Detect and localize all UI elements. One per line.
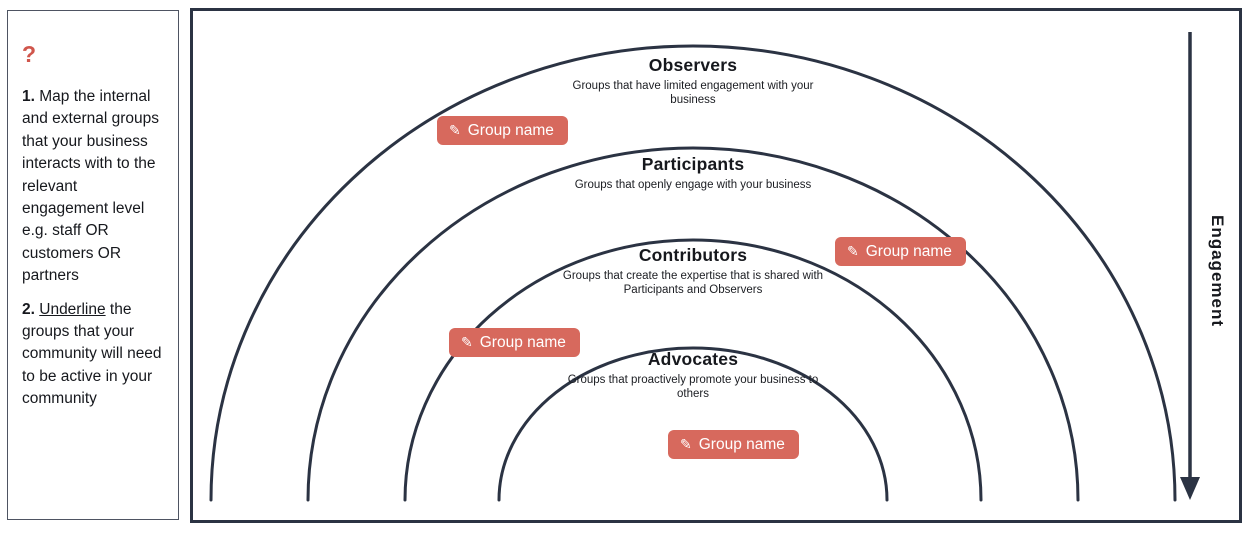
pencil-icon: ✎	[461, 333, 473, 350]
instructions-panel: ? 1. Map the internal and external group…	[7, 10, 179, 520]
pencil-icon: ✎	[449, 121, 461, 138]
level-description: Groups that have limited engagement with…	[572, 80, 814, 106]
group-name-tag-label: Group name	[479, 333, 566, 351]
group-name-tag-label: Group name	[698, 435, 785, 453]
pencil-icon: ✎	[680, 435, 692, 452]
instruction-step-1: 1. Map the internal and external groups …	[22, 86, 166, 288]
group-name-tag[interactable]: ✎ Group name	[437, 116, 568, 145]
level-advocates: Advocates Groups that proactively promot…	[533, 349, 853, 401]
step-2-underlined-word: Underline	[39, 300, 106, 318]
arc-advocates	[497, 346, 889, 502]
level-observers: Observers Groups that have limited engag…	[533, 55, 853, 107]
level-title: Advocates	[647, 349, 739, 369]
step-1-text: Map the internal and external groups tha…	[22, 88, 160, 285]
group-name-tag[interactable]: ✎ Group name	[449, 328, 580, 357]
step-2-number: 2.	[22, 300, 35, 318]
group-name-tag[interactable]: ✎ Group name	[835, 237, 966, 266]
level-contributors: Contributors Groups that create the expe…	[533, 245, 853, 297]
level-participants: Participants Groups that openly engage w…	[533, 154, 853, 192]
step-2-text: the groups that your community will need…	[22, 300, 162, 408]
group-name-tag[interactable]: ✎ Group name	[668, 430, 799, 459]
level-title: Observers	[648, 55, 738, 75]
engagement-axis-label: Engagement	[1208, 215, 1227, 328]
level-title: Participants	[641, 154, 745, 174]
engagement-map-board: Observers Groups that have limited engag…	[190, 8, 1242, 523]
level-description: Groups that create the expertise that is…	[562, 270, 824, 296]
step-1-number: 1.	[22, 88, 35, 105]
level-title: Contributors	[638, 245, 748, 265]
pencil-icon: ✎	[847, 242, 859, 259]
arc-contributors	[403, 238, 983, 502]
group-name-tag-label: Group name	[467, 121, 554, 139]
arc-participants	[306, 146, 1080, 502]
help-question-icon: ?	[22, 41, 37, 67]
level-description: Groups that openly engage with your busi…	[574, 179, 812, 191]
engagement-arrow-head	[1180, 477, 1200, 500]
arc-observers	[209, 44, 1177, 502]
instruction-step-2: 2. Underline the groups that your commun…	[22, 299, 166, 411]
concentric-arcs-graphic	[209, 32, 1200, 502]
level-description: Groups that proactively promote your bus…	[567, 374, 819, 400]
group-name-tag-label: Group name	[865, 242, 952, 260]
